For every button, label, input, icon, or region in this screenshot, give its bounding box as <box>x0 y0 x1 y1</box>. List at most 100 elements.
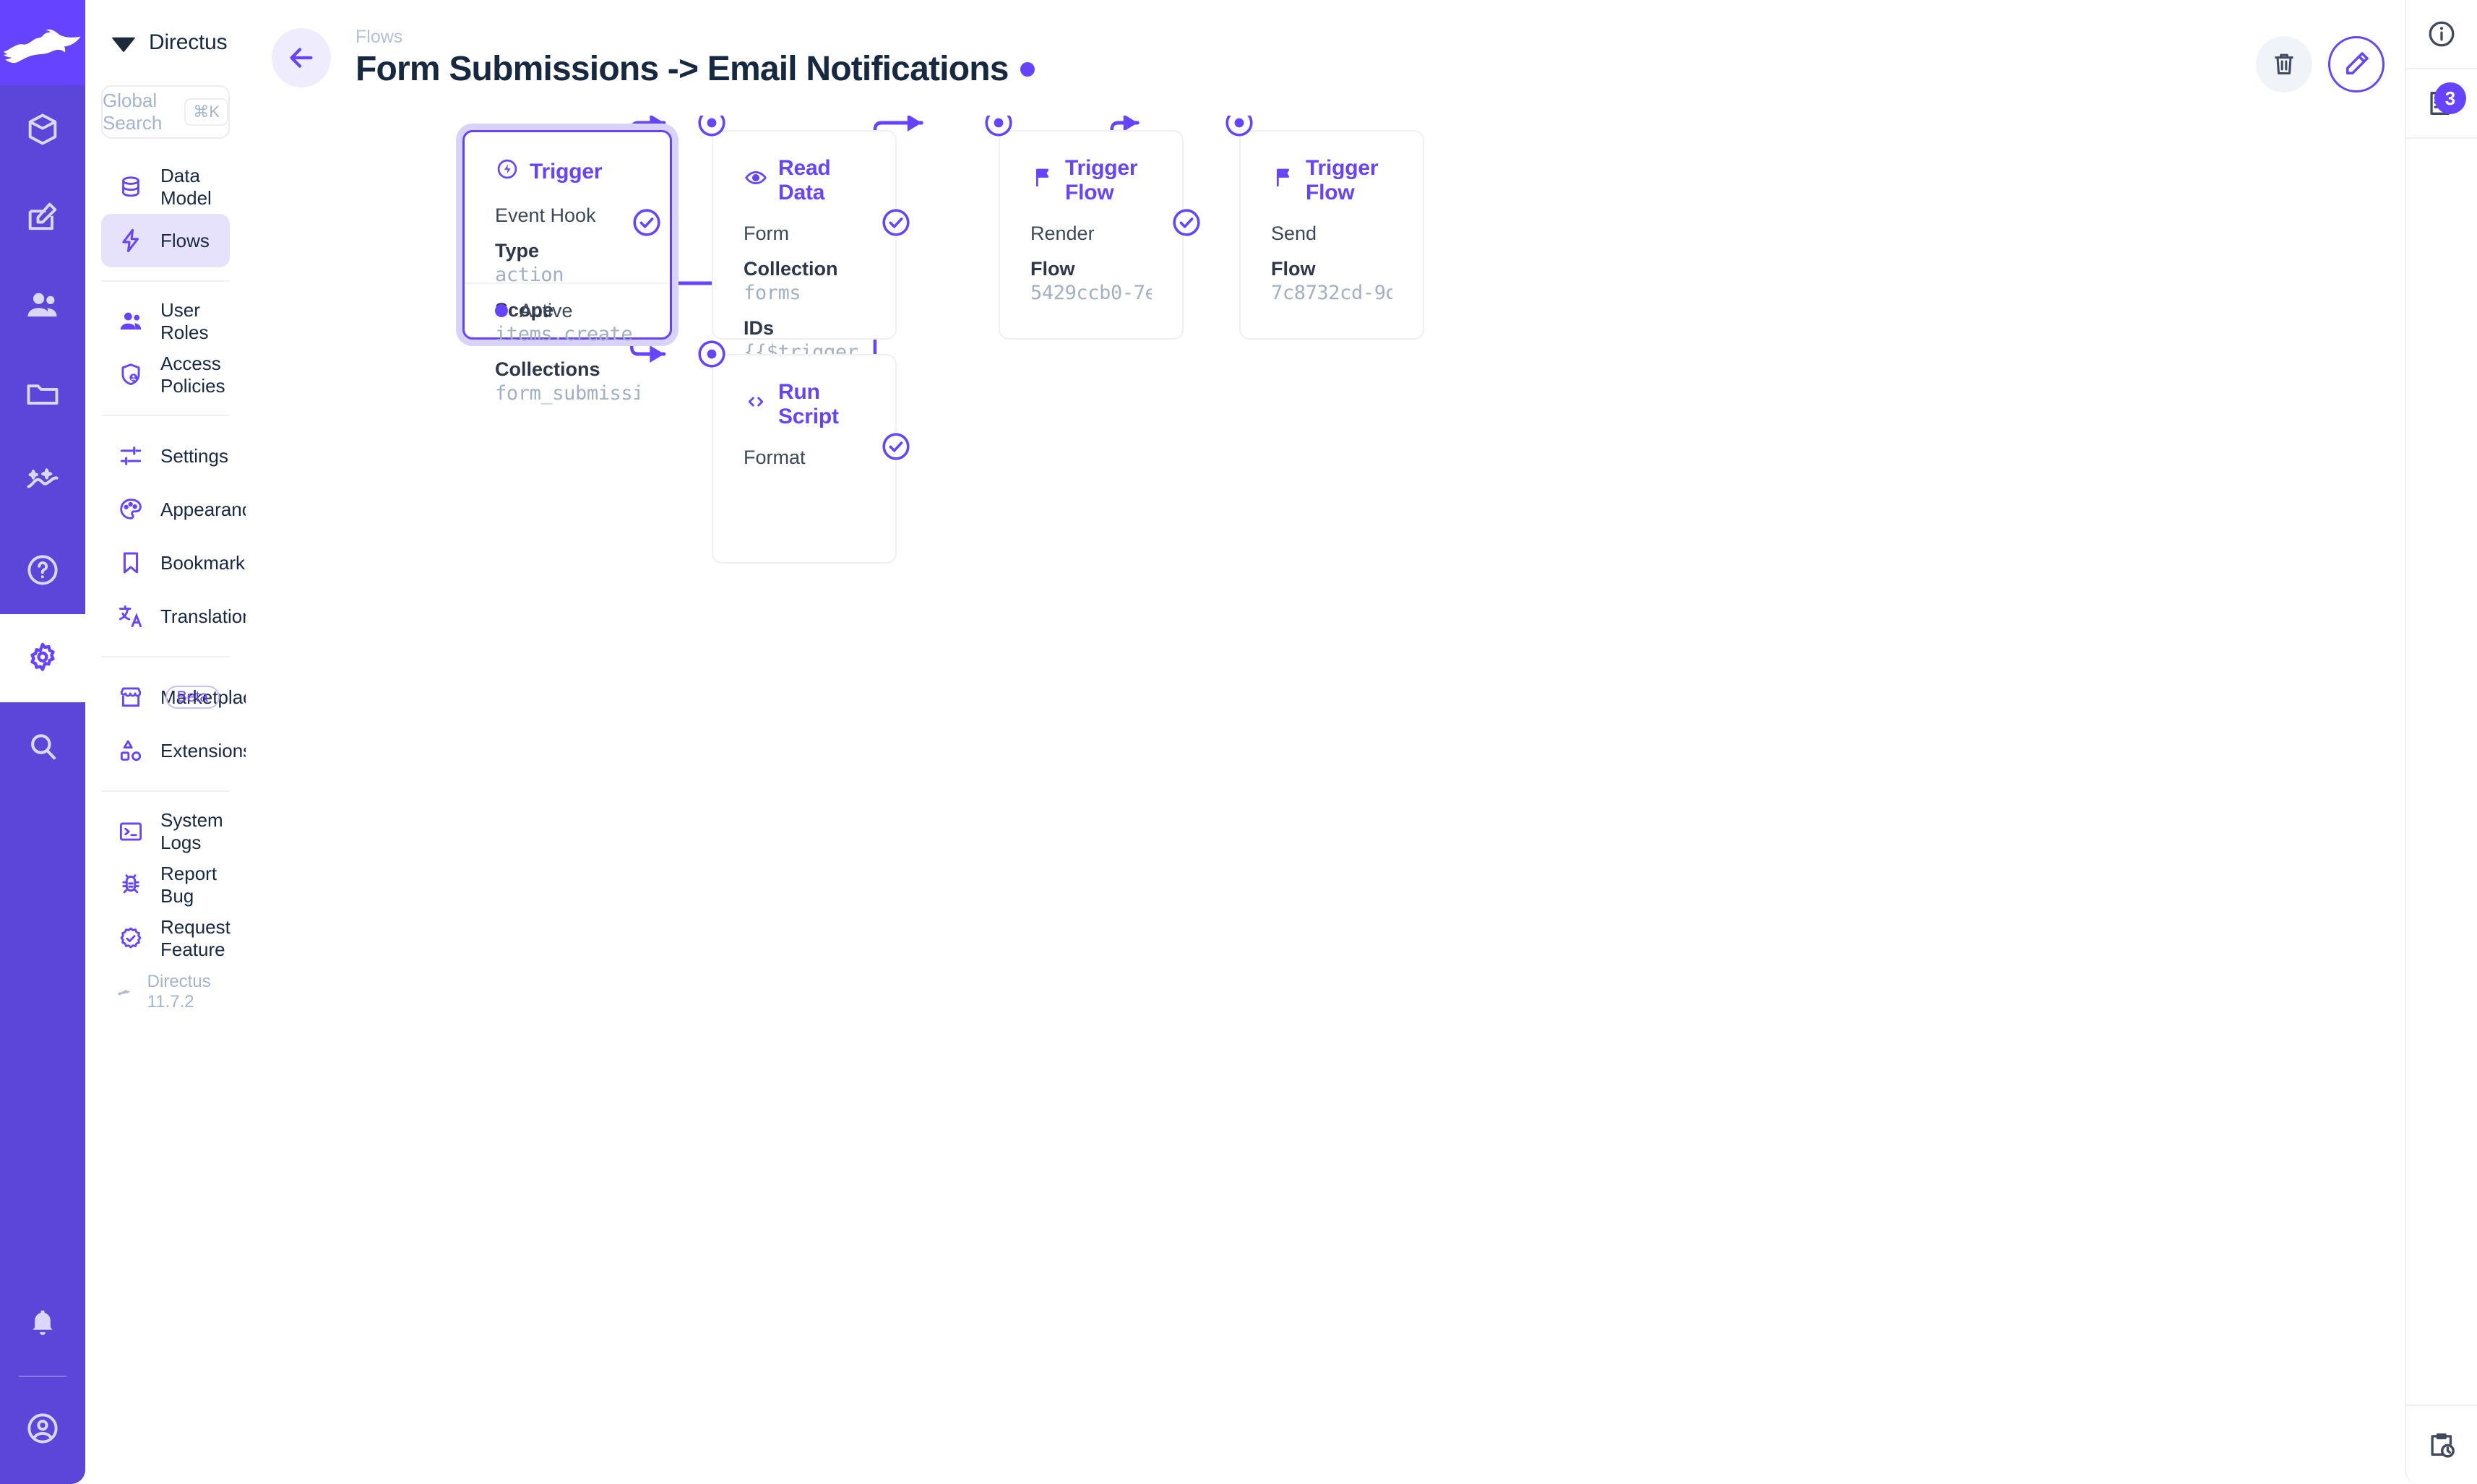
revisions-count-badge: 3 <box>2434 82 2466 114</box>
sidebar-item-request-feature[interactable]: Request Feature <box>101 912 231 965</box>
nav-divider <box>101 656 230 657</box>
revisions-button[interactable]: 3 <box>2405 69 2477 139</box>
port-resolve-read-data[interactable] <box>879 205 913 240</box>
delete-button[interactable] <box>2256 36 2312 92</box>
sidebar-item-label: Report Bug <box>160 863 217 907</box>
directus-mark-icon <box>110 29 137 56</box>
port-input-run-script[interactable] <box>694 337 729 371</box>
eye-icon <box>744 165 768 196</box>
edit-button[interactable] <box>2328 36 2385 92</box>
sidebar-item-data-model[interactable]: Data Model <box>101 160 230 214</box>
page-header: Flows Form Submissions -> Email Notifica… <box>246 0 2477 116</box>
breadcrumb[interactable]: Flows <box>356 26 403 47</box>
bell-icon[interactable] <box>0 1280 85 1368</box>
version-text: Directus 11.7.2 <box>147 972 211 1011</box>
port-resolve-trigger[interactable] <box>629 205 664 240</box>
brand-name: Directus <box>149 30 228 54</box>
sidebar-item-settings[interactable]: Settings <box>101 429 230 483</box>
palette-icon <box>117 496 145 523</box>
field-value: 5429ccb0-7e97-4ef5-9d65-2b… <box>1030 282 1152 304</box>
insights-icon[interactable] <box>0 438 85 526</box>
box-content-icon[interactable] <box>0 85 85 173</box>
lightning-icon <box>117 227 145 254</box>
translate-icon <box>117 603 145 630</box>
brand-header: Directus <box>85 0 246 85</box>
flow-node-trigger[interactable]: Trigger Event Hook Type action Scope ite… <box>462 130 672 405</box>
activity-button[interactable] <box>2405 1405 2477 1484</box>
node-type-header: Trigger Flow <box>1271 156 1392 205</box>
node-type-label: Trigger <box>530 160 603 184</box>
sidebar-item-system-logs[interactable]: System Logs <box>101 805 230 858</box>
account-icon[interactable] <box>0 1384 85 1472</box>
directus-logo-icon[interactable] <box>0 0 85 85</box>
port-resolve-run-script[interactable] <box>879 429 913 464</box>
nav-group-3: Settings Appearance Bookmarks Translatio… <box>85 429 262 643</box>
global-search[interactable]: Global Search ⌘K <box>85 85 246 139</box>
flow-node-trigger-flow-send[interactable]: Trigger Flow Send Flow 7c8732cd-9d9e-44b… <box>1239 130 1424 340</box>
nav-divider <box>101 415 230 416</box>
field-value: form_submissions <box>495 382 639 405</box>
flow-node-trigger-flow-render[interactable]: Trigger Flow Render Flow 5429ccb0-7e97-4… <box>999 130 1184 340</box>
sidebar-item-user-roles[interactable]: User Roles <box>101 295 230 348</box>
node-name: Form <box>744 223 789 244</box>
info-button[interactable] <box>2405 0 2477 69</box>
port-resolve-trigger-flow-render[interactable] <box>1169 205 1204 240</box>
node-type-label: Trigger Flow <box>1065 156 1138 204</box>
node-type-header: Run Script <box>744 380 865 429</box>
sidebar-item-appearance[interactable]: Appearance <box>101 483 262 536</box>
sidebar-item-access-policies[interactable]: Access Policies <box>101 348 230 402</box>
gear-icon[interactable] <box>0 614 85 702</box>
node-status-label: Active <box>520 299 573 322</box>
port-input-trigger-flow-send[interactable] <box>1222 116 1257 140</box>
node-type-label: Trigger Flow <box>1306 156 1379 204</box>
node-type-header: Trigger Flow <box>1030 156 1152 205</box>
sidebar-item-label: Appearance <box>160 498 262 520</box>
active-dot-icon <box>495 304 508 317</box>
port-input-trigger-flow-render[interactable] <box>981 116 1016 140</box>
status-dot <box>1020 61 1035 77</box>
edit-square-icon[interactable] <box>0 173 85 262</box>
nav-group-5: System Logs Report Bug Request Feature D… <box>85 805 246 1019</box>
node-name: Event Hook <box>495 204 596 226</box>
users-icon <box>117 308 145 335</box>
sidebar-item-label: Flows <box>160 229 210 251</box>
search-placeholder: Global Search <box>103 90 163 134</box>
title-block: Flows Form Submissions -> Email Notifica… <box>356 26 1035 90</box>
page-title: Form Submissions -> Email Notifications <box>356 49 1009 88</box>
storefront-icon <box>117 683 145 711</box>
flow-canvas[interactable]: Trigger Event Hook Type action Scope ite… <box>246 116 2405 1484</box>
sidebar-item-flows[interactable]: Flows <box>101 214 230 267</box>
field-value: 7c8732cd-9d9e-44be <box>1271 282 1392 304</box>
search-icon[interactable] <box>0 702 85 790</box>
search-input[interactable]: Global Search ⌘K <box>101 85 230 139</box>
flag-icon <box>1030 165 1055 196</box>
node-status-footer: Active <box>465 282 670 337</box>
module-rail <box>0 0 85 1484</box>
field-label: Flow <box>1271 258 1316 280</box>
field-label: Collection <box>744 258 838 280</box>
folder-icon[interactable] <box>0 350 85 438</box>
sidebar-item-label: Bookmarks <box>160 551 255 574</box>
search-shortcut-kbd: ⌘K <box>184 98 228 126</box>
sidebar-item-label: Extensions <box>160 739 253 762</box>
users-rail-icon[interactable] <box>0 262 85 350</box>
terminal-icon <box>117 818 145 845</box>
node-type-label: Run Script <box>778 380 839 428</box>
nav-group-4: Marketplace Beta Extensions <box>85 670 263 777</box>
flow-node-read-data[interactable]: Read Data Form Collection forms IDs {{$t… <box>712 130 897 363</box>
help-icon[interactable] <box>0 526 85 614</box>
sidebar-item-translations[interactable]: Translations <box>101 590 262 643</box>
port-input-read-data[interactable] <box>694 116 729 140</box>
sidebar-item-bookmarks[interactable]: Bookmarks <box>101 536 254 590</box>
code-icon <box>744 389 768 420</box>
sidebar-item-report-bug[interactable]: Report Bug <box>101 858 230 912</box>
back-button[interactable] <box>272 28 331 87</box>
flow-node-run-script[interactable]: Run Script Format <box>712 354 897 564</box>
field-label: IDs <box>744 317 775 339</box>
nav-group-1: Data Model Flows <box>85 160 246 267</box>
nav-group-2: User Roles Access Policies <box>85 295 246 402</box>
verified-icon <box>117 925 145 952</box>
sidebar-item-extensions[interactable]: Extensions <box>101 724 252 777</box>
sidebar-item-label: User Roles <box>160 299 209 343</box>
sidebar-item-marketplace[interactable]: Marketplace Beta <box>101 670 263 724</box>
